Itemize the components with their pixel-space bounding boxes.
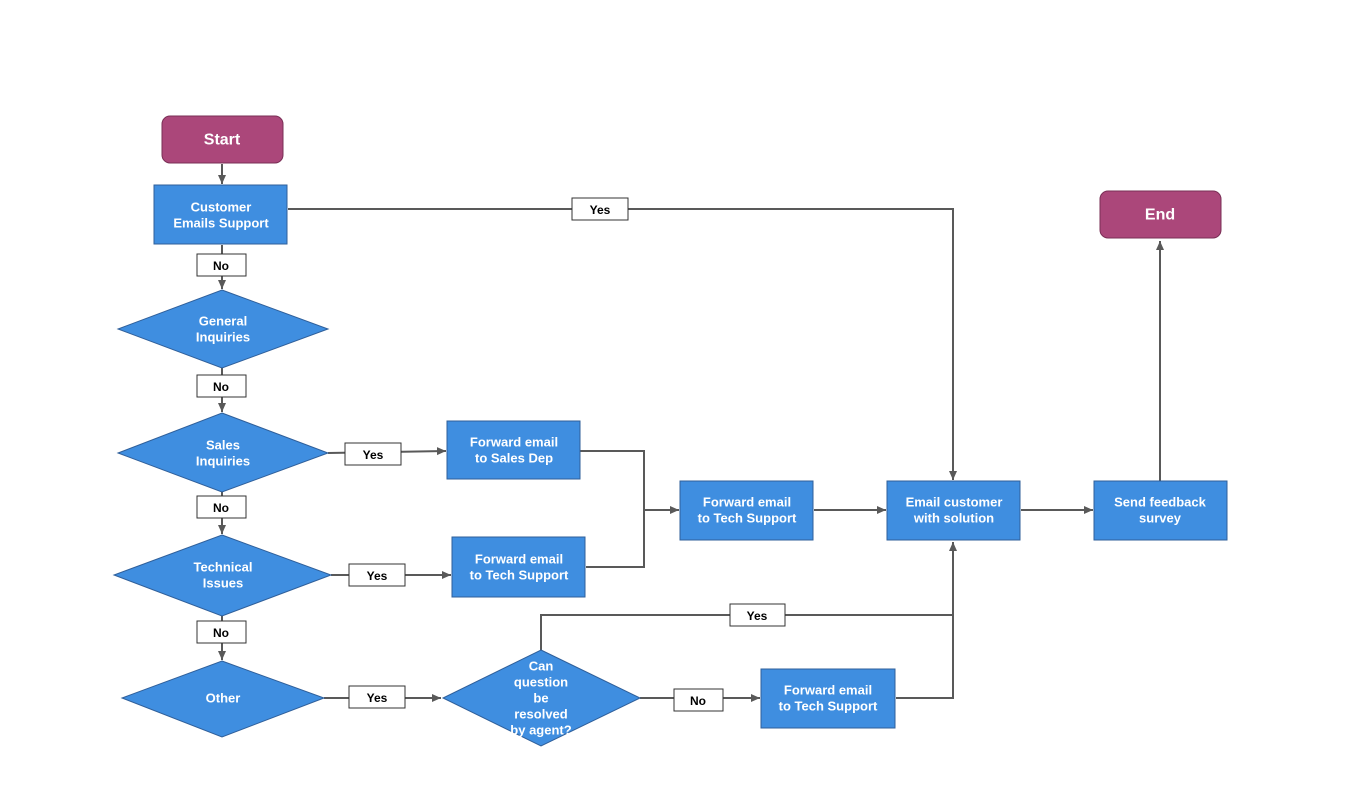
edge-label-text: Yes <box>367 569 388 583</box>
edge-label-emails-no: No <box>196 253 247 277</box>
edge-label-text: No <box>213 259 229 273</box>
label-line: Inquiries <box>196 330 250 345</box>
label-line: Other <box>206 691 241 706</box>
label-line: Can <box>529 659 554 674</box>
label-line: question <box>514 675 568 690</box>
label-line: Emails Support <box>173 216 269 231</box>
edge-label-sales-yes: Yes <box>344 442 402 466</box>
edge-forward-tech-3-to-email-solution <box>896 615 954 699</box>
edge-label-text: No <box>213 380 229 394</box>
label-line: End <box>1145 207 1175 224</box>
edge-label-text: Yes <box>747 609 768 623</box>
label-line: by agent? <box>510 723 571 738</box>
edge-label-technical-yes: Yes <box>348 563 406 587</box>
label-line: Forward email <box>475 552 563 567</box>
label-line: be <box>533 691 548 706</box>
label-line: Sales <box>206 438 240 453</box>
edge-label-text: No <box>213 501 229 515</box>
label-line: Email customer <box>906 495 1003 510</box>
edge-label-resolve-no: No <box>673 688 724 712</box>
edge-label-text: Yes <box>590 203 611 217</box>
label-line: Forward email <box>470 435 558 450</box>
node-start-label: Start <box>204 132 241 149</box>
label-line: to Tech Support <box>470 568 569 583</box>
label-line: survey <box>1139 511 1182 526</box>
label-line: Send feedback <box>1114 495 1207 510</box>
edge-label-general-no: No <box>196 374 247 398</box>
label-line: General <box>199 314 247 329</box>
label-line: resolved <box>514 707 568 722</box>
edge-can-resolve-to-email-solution <box>540 542 957 650</box>
edge-label-other-yes: Yes <box>348 685 406 709</box>
edge-emails-to-email-solution <box>288 208 957 480</box>
edge-label-technical-no: No <box>196 620 247 644</box>
label-line: to Sales Dep <box>475 451 553 466</box>
label-line: Forward email <box>784 683 872 698</box>
node-end: End <box>1099 190 1222 239</box>
edge-label-text: No <box>213 626 229 640</box>
edge-label-resolve-yes: Yes <box>729 603 786 627</box>
node-other: Other <box>120 660 326 738</box>
label-line: Issues <box>203 576 243 591</box>
node-other-label: Other <box>206 691 241 706</box>
label-line: Customer <box>191 200 252 215</box>
label-line: Technical <box>193 560 252 575</box>
label-line: with solution <box>913 511 994 526</box>
edge-label-text: Yes <box>367 691 388 705</box>
edge-label-text: No <box>690 694 706 708</box>
label-line: to Tech Support <box>779 699 878 714</box>
label-line: Start <box>204 132 241 149</box>
connectors <box>218 164 1164 702</box>
node-end-label: End <box>1145 207 1175 224</box>
edge-label-text: Yes <box>363 448 384 462</box>
label-line: Forward email <box>703 495 791 510</box>
edge-label-sales-no: No <box>196 495 247 519</box>
label-line: Inquiries <box>196 454 250 469</box>
edge-forward-sales-merge <box>580 450 645 510</box>
edge-forward-tech-1-merge <box>586 510 645 568</box>
edge-label-emails-yes: Yes <box>571 197 629 221</box>
label-line: to Tech Support <box>698 511 797 526</box>
edge-labels: Yes No No Yes No Yes No Yes <box>196 197 786 712</box>
node-start: Start <box>161 115 284 164</box>
